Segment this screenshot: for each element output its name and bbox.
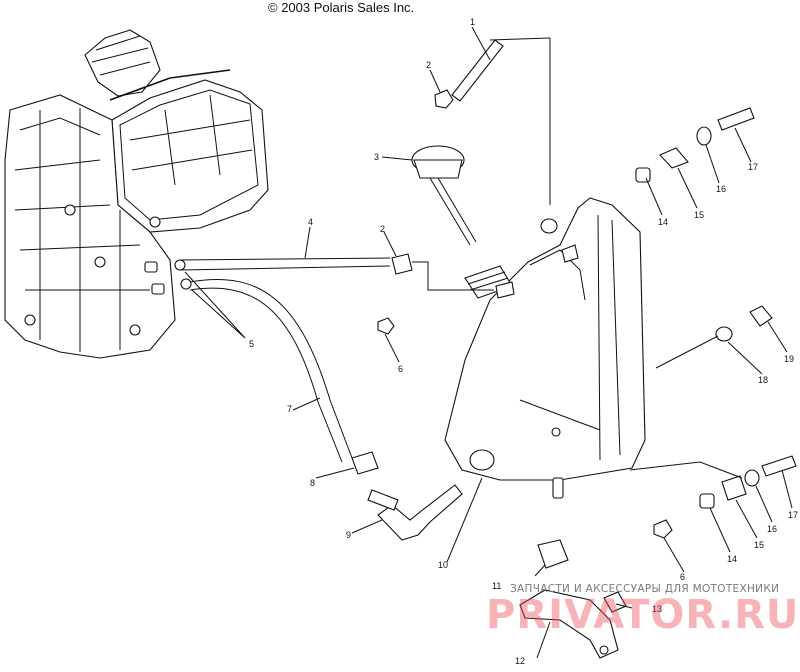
callout-9: 9 xyxy=(346,530,351,540)
callout-7: 7 xyxy=(287,404,292,414)
leader-lines xyxy=(184,26,793,659)
callout-numbers: 1 2 2 3 4 5 6 6 7 8 9 10 11 12 13 14 14 … xyxy=(249,17,798,666)
callout-12: 12 xyxy=(515,656,525,666)
callout-6a: 6 xyxy=(398,364,403,374)
callout-1: 1 xyxy=(470,17,475,27)
elbow-fitting xyxy=(367,484,463,541)
vent-line xyxy=(451,37,551,205)
engine-assembly xyxy=(4,29,269,359)
callout-16b: 16 xyxy=(767,524,777,534)
callout-3: 3 xyxy=(374,152,379,162)
copyright-text: © 2003 Polaris Sales Inc. xyxy=(268,0,414,15)
watermark-tagline: ЗАПЧАСТИ И АКСЕССУАРЫ ДЛЯ МОТОТЕХНИКИ xyxy=(510,583,779,595)
callout-19: 19 xyxy=(784,354,794,364)
callout-11: 11 xyxy=(492,581,501,591)
watermark-site: PRIVATOR.RU xyxy=(486,592,799,638)
callout-15b: 15 xyxy=(754,540,764,550)
callout-5: 5 xyxy=(249,339,254,349)
oil-hoses xyxy=(174,257,391,463)
dipstick-cap xyxy=(411,145,477,246)
callout-10: 10 xyxy=(438,560,448,570)
callout-6b: 6 xyxy=(680,572,685,582)
watermark: ЗАПЧАСТИ И АКСЕССУАРЫ ДЛЯ МОТОТЕХНИКИ PR… xyxy=(486,583,799,638)
callout-8: 8 xyxy=(310,478,315,488)
callout-15a: 15 xyxy=(694,210,704,220)
callout-14a: 14 xyxy=(658,217,668,227)
callout-14b: 14 xyxy=(727,554,737,564)
callout-17b: 17 xyxy=(788,510,798,520)
callout-17a: 17 xyxy=(748,162,758,172)
callout-16a: 16 xyxy=(716,184,726,194)
callout-2a: 2 xyxy=(426,60,431,70)
callout-13: 13 xyxy=(652,604,662,614)
callout-4: 4 xyxy=(308,217,313,227)
oil-tank xyxy=(444,197,646,499)
small-hardware xyxy=(351,89,797,659)
callout-2b: 2 xyxy=(380,224,385,234)
callout-18: 18 xyxy=(758,375,768,385)
